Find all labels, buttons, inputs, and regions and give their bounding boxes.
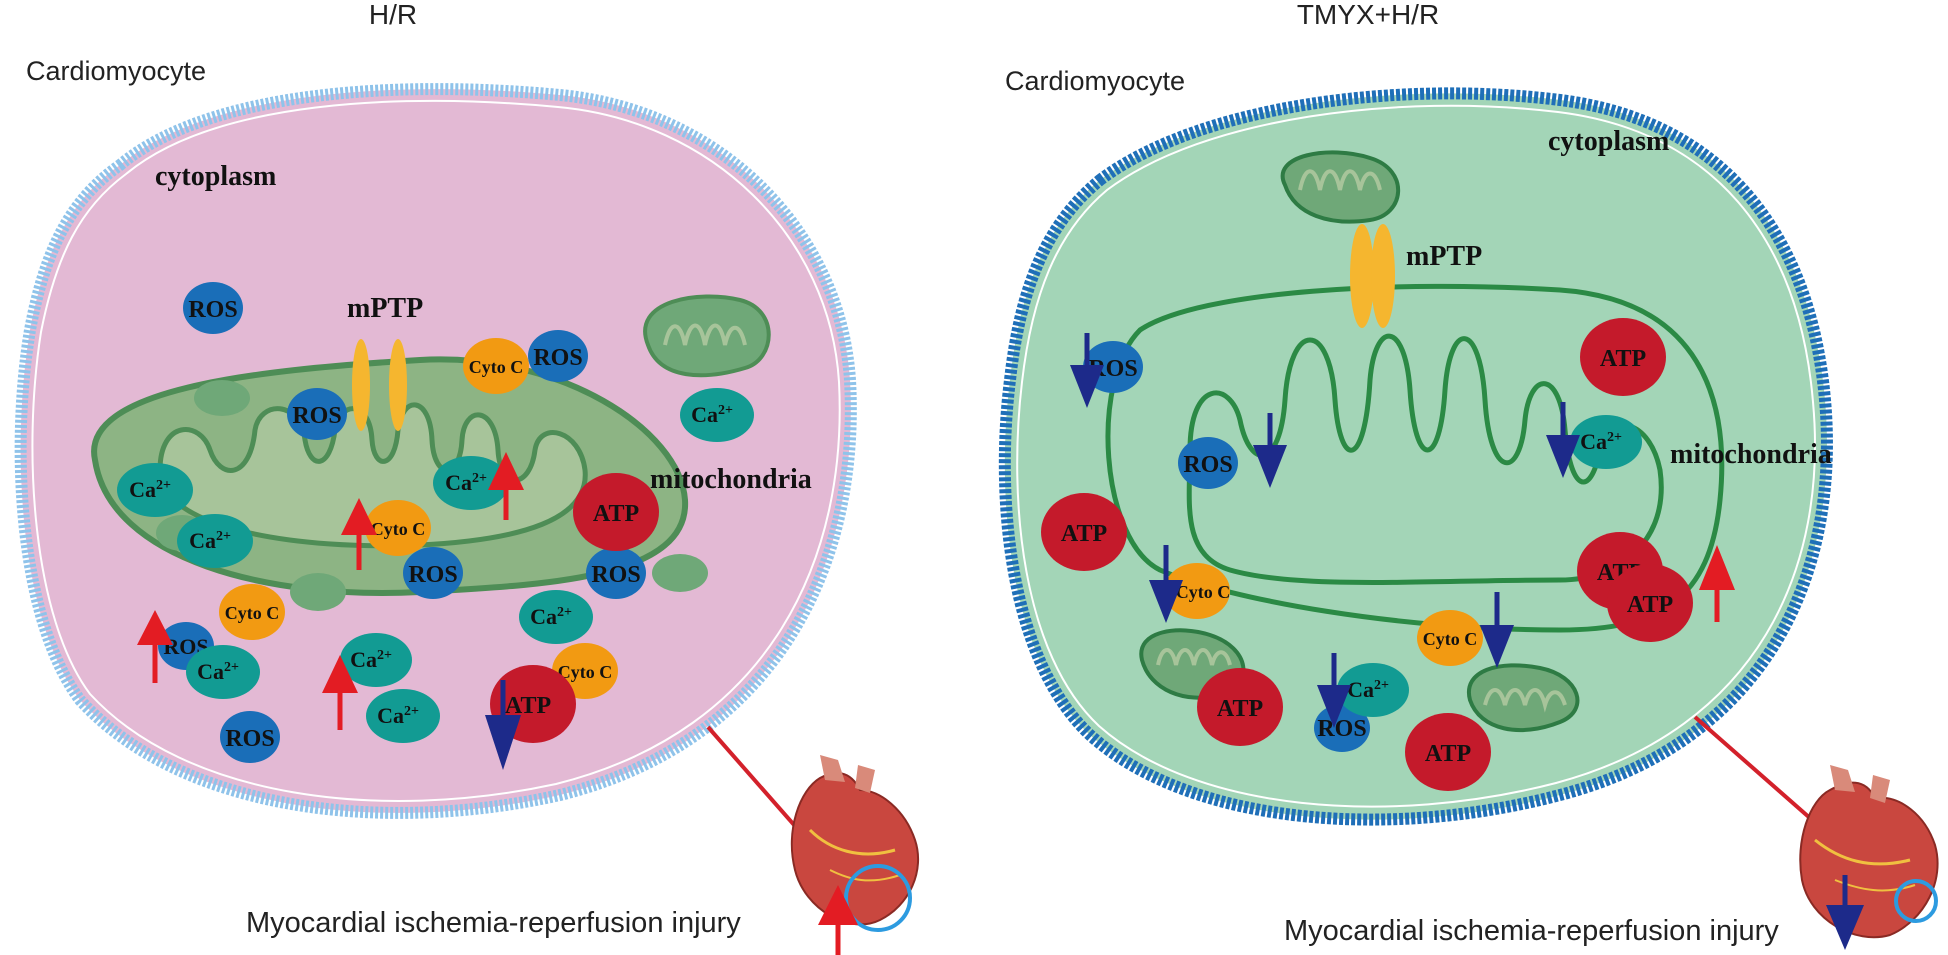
svg-text:ROS: ROS <box>408 562 457 588</box>
panel-title: TMYX+H/R <box>1297 0 1439 30</box>
svg-text:Cyto C: Cyto C <box>558 662 613 682</box>
cytochrome-c: Cyto C <box>1164 563 1230 619</box>
ros-molecule: ROS <box>1314 704 1370 752</box>
svg-text:Ca2+: Ca2+ <box>530 604 572 629</box>
up-arrow-icon <box>137 610 173 683</box>
ros-molecule: ROS <box>158 622 214 670</box>
down-arrow-icon <box>1546 402 1580 478</box>
cytoplasm-label: cytoplasm <box>155 161 276 192</box>
svg-text:Ca2+: Ca2+ <box>377 703 419 728</box>
mitochondria-label: mitochondria <box>650 464 812 495</box>
svg-text:Ca2+: Ca2+ <box>350 647 392 672</box>
svg-text:Cyto C: Cyto C <box>225 603 280 623</box>
mptp-label: mPTP <box>1406 241 1482 272</box>
mptp-label: mPTP <box>347 293 423 324</box>
caption: Myocardial ischemia-reperfusion injury <box>246 907 741 939</box>
mitochondrion-small <box>1280 150 1401 224</box>
ros-molecule: ROS <box>220 711 280 763</box>
cytochrome-c: Cyto C <box>219 584 285 640</box>
cell-membrane-inner <box>31 99 841 802</box>
calcium-ion: Ca2+ <box>680 388 754 442</box>
svg-text:ATP: ATP <box>505 693 551 719</box>
svg-text:ROS: ROS <box>188 297 237 323</box>
up-arrow-icon <box>322 655 358 730</box>
heart-icon <box>1799 765 1939 939</box>
ros-molecule: ROS <box>287 388 347 440</box>
svg-text:Ca2+: Ca2+ <box>129 477 171 502</box>
cytochrome-c: Cyto C <box>365 500 431 556</box>
calcium-ion: Ca2+ <box>519 590 593 644</box>
down-arrow-icon <box>1253 413 1287 488</box>
calcium-ion: Ca2+ <box>186 645 260 699</box>
calcium-ion: Ca2+ <box>433 456 509 510</box>
svg-text:Ca2+: Ca2+ <box>197 659 239 684</box>
svg-text:Ca2+: Ca2+ <box>445 470 487 495</box>
ros-molecule: ROS <box>528 330 588 382</box>
ros-molecule: ROS <box>183 282 243 334</box>
cell-label: Cardiomyocyte <box>26 56 206 86</box>
calcium-ion: Ca2+ <box>117 463 193 517</box>
cell-label: Cardiomyocyte <box>1005 66 1185 96</box>
atp-molecule: ATP <box>573 473 659 551</box>
svg-text:ROS: ROS <box>1183 452 1232 478</box>
cytochrome-c: Cyto C <box>1417 610 1483 666</box>
ros-molecule: ROS <box>586 547 646 599</box>
svg-text:ATP: ATP <box>1061 521 1107 547</box>
svg-text:Ca2+: Ca2+ <box>1580 429 1622 454</box>
calcium-ion: Ca2+ <box>366 689 440 743</box>
calcium-ion: Ca2+ <box>1337 663 1409 717</box>
mptp-channel <box>1350 224 1395 328</box>
up-arrow-icon <box>488 452 524 520</box>
panel-title: H/R <box>369 0 417 30</box>
down-arrow-icon <box>1480 592 1514 668</box>
heart-icon <box>790 755 920 932</box>
cytoplasm-label: cytoplasm <box>1548 126 1669 157</box>
svg-text:Cyto C: Cyto C <box>1423 629 1478 649</box>
cell-membrane-inner <box>1016 104 1816 808</box>
svg-text:ROS: ROS <box>225 726 274 752</box>
down-arrow-icon <box>1149 545 1183 623</box>
svg-text:ATP: ATP <box>593 501 639 527</box>
panel-tmyx-hr: TMYX+H/R Cardiomyocyte cytoplasm mPTP m <box>998 0 1939 950</box>
svg-text:Ca2+: Ca2+ <box>1347 677 1389 702</box>
svg-text:ROS: ROS <box>533 345 582 371</box>
svg-text:ATP: ATP <box>1600 346 1646 372</box>
svg-text:Cyto C: Cyto C <box>469 357 524 377</box>
ros-molecule: ROS <box>403 547 463 599</box>
svg-text:Ca2+: Ca2+ <box>691 402 733 427</box>
mitochondria-label: mitochondria <box>1670 439 1832 470</box>
down-arrow-icon <box>1317 653 1351 728</box>
atp-molecule: ATP <box>1041 493 1127 571</box>
atp-molecule: ATP <box>1197 668 1283 746</box>
mitochondrion-small <box>643 294 771 378</box>
panel-hr: H/R Cardiomyocyte cytoplasm mPTP mitocho… <box>14 0 920 955</box>
atp-molecule: ATP <box>1580 318 1666 396</box>
svg-text:ATP: ATP <box>1627 592 1673 618</box>
up-arrow-icon <box>1699 545 1735 622</box>
svg-text:ROS: ROS <box>292 403 341 429</box>
calcium-ion: Ca2+ <box>177 514 253 568</box>
calcium-ion: Ca2+ <box>1570 415 1642 469</box>
svg-text:Cyto C: Cyto C <box>1176 582 1231 602</box>
up-arrow-icon <box>818 885 858 955</box>
ros-molecule: ROS <box>1178 437 1238 489</box>
svg-text:ROS: ROS <box>1317 716 1366 742</box>
svg-text:ROS: ROS <box>591 562 640 588</box>
mitochondrion-small <box>1466 663 1580 733</box>
svg-text:Cyto C: Cyto C <box>371 519 426 539</box>
up-arrow-icon <box>341 498 377 570</box>
down-arrow-icon <box>1070 333 1104 408</box>
svg-text:Ca2+: Ca2+ <box>189 528 231 553</box>
cytochrome-c: Cyto C <box>463 338 529 394</box>
svg-text:ATP: ATP <box>1217 696 1263 722</box>
caption: Myocardial ischemia-reperfusion injury <box>1284 915 1779 947</box>
down-arrow-icon <box>485 680 521 770</box>
mptp-channel <box>352 339 407 431</box>
atp-molecule: ATP <box>1607 564 1693 642</box>
down-arrow-icon <box>1826 875 1864 950</box>
svg-text:ATP: ATP <box>1425 741 1471 767</box>
atp-molecule: ATP <box>1405 713 1491 791</box>
calcium-ion: Ca2+ <box>340 633 412 687</box>
